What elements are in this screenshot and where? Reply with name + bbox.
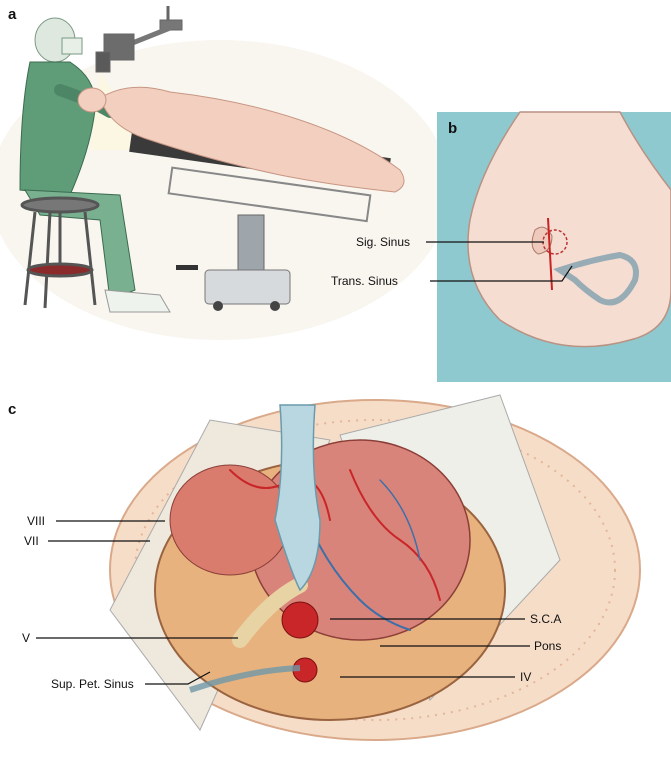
viii-label: VIII xyxy=(27,514,46,528)
surgeon xyxy=(19,17,171,313)
sca-label: S.C.A xyxy=(530,612,562,626)
sup-pet-sinus-label: Sup. Pet. Sinus xyxy=(51,677,134,691)
sig-sinus-label: Sig. Sinus xyxy=(356,235,411,249)
v-label: V xyxy=(22,631,31,645)
artery-loop xyxy=(281,601,319,639)
panel-c-letter: c xyxy=(8,401,17,418)
pons-label: Pons xyxy=(534,639,562,653)
transverse-sinus-mark xyxy=(553,251,639,306)
panel-a-letter: a xyxy=(8,6,17,23)
sup-pet-sinus-leader xyxy=(145,671,211,685)
sup-pet-sinus-mark xyxy=(189,665,301,693)
trigeminal-nerve xyxy=(232,577,308,648)
trans-sinus-leader xyxy=(430,265,573,282)
head-outline xyxy=(467,111,671,348)
patient-body xyxy=(77,86,405,193)
incision-line xyxy=(547,217,553,291)
stool xyxy=(20,196,100,309)
iv-label: IV xyxy=(520,670,532,684)
panel-b-letter: b xyxy=(448,120,458,137)
vessels xyxy=(229,469,441,683)
vii-label: VII xyxy=(24,534,39,548)
trans-sinus-label: Trans. Sinus xyxy=(331,274,398,288)
retractor xyxy=(274,404,321,592)
